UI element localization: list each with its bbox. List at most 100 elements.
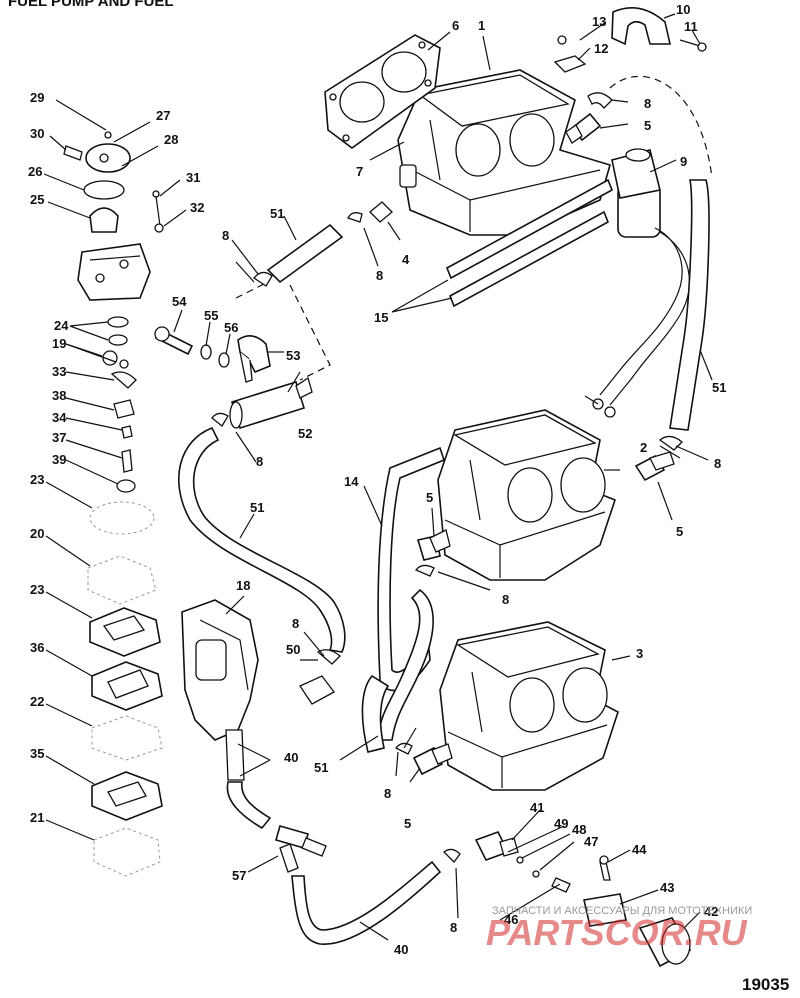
callout-51-c: 51 — [314, 760, 328, 775]
callout-22: 22 — [30, 694, 44, 709]
callout-21: 21 — [30, 810, 44, 825]
header-text: FUEL PUMP AND FUEL — [8, 0, 174, 10]
callout-11: 11 — [684, 19, 698, 34]
callout-54: 54 — [172, 294, 187, 309]
electric-fuel-pump — [584, 148, 691, 418]
carburetor-top — [397, 69, 611, 236]
balance-hose — [377, 446, 445, 692]
callout-31: 31 — [186, 170, 200, 185]
callout-13: 13 — [592, 14, 606, 29]
callout-labels: 1 6 7 13 12 10 11 8 5 9 4 8 51 8 15 51 2… — [28, 2, 726, 957]
callout-50: 50 — [286, 642, 300, 657]
leader-lines — [43, 13, 713, 941]
inline-fuel-filter — [211, 376, 313, 430]
callout-39: 39 — [52, 452, 66, 467]
dashed-guide-filter — [235, 281, 331, 381]
watermark-logo: PARTSCOR.RU — [486, 912, 748, 953]
callout-49: 49 — [554, 816, 568, 831]
fitting-elbow-carb-middle — [414, 529, 451, 577]
pump-diaphragm-stack — [87, 501, 163, 877]
tee-fitting — [275, 825, 327, 873]
callout-23-b: 23 — [30, 582, 44, 597]
callout-52: 52 — [298, 426, 312, 441]
short-fuel-hose — [253, 223, 344, 287]
carb-feed-hose — [377, 588, 434, 741]
callout-8-d: 8 — [714, 456, 721, 471]
figure-number: 19035 — [742, 975, 789, 994]
pump-screws-and-seals — [102, 190, 164, 493]
callout-55: 55 — [204, 308, 218, 323]
callout-51-d: 51 — [250, 500, 264, 515]
callout-23-a: 23 — [30, 472, 44, 487]
callout-14: 14 — [344, 474, 359, 489]
callout-29: 29 — [30, 90, 44, 105]
callout-8-c: 8 — [222, 228, 229, 243]
callout-2: 2 — [640, 440, 647, 455]
callout-37: 37 — [52, 430, 66, 445]
callout-57: 57 — [232, 868, 246, 883]
callout-15: 15 — [374, 310, 388, 325]
callout-47: 47 — [584, 834, 598, 849]
callout-56: 56 — [224, 320, 238, 335]
callout-28: 28 — [164, 132, 178, 147]
dashed-guide-top — [609, 75, 713, 179]
callout-38: 38 — [52, 388, 66, 403]
callout-18: 18 — [236, 578, 250, 593]
filter-clamp — [154, 326, 271, 383]
callout-40-b: 40 — [284, 750, 298, 765]
callout-12: 12 — [594, 41, 608, 56]
callout-7: 7 — [356, 164, 363, 179]
carburetor-bottom — [439, 621, 619, 791]
callout-44: 44 — [632, 842, 647, 857]
callout-1: 1 — [478, 18, 485, 33]
callout-8-g: 8 — [450, 920, 457, 935]
return-hose — [291, 860, 442, 945]
primer-assembly — [443, 831, 692, 968]
callout-41: 41 — [530, 800, 544, 815]
callout-8-i: 8 — [256, 454, 263, 469]
callout-8-f: 8 — [384, 786, 391, 801]
callout-43: 43 — [660, 880, 674, 895]
pump-outlet-hose-short — [226, 781, 272, 830]
flange-gasket — [324, 34, 441, 149]
callout-8-a: 8 — [644, 96, 651, 111]
callout-5-b: 5 — [676, 524, 683, 539]
callout-6: 6 — [452, 18, 459, 33]
callout-53: 53 — [286, 348, 300, 363]
pump-cover-assembly — [63, 131, 151, 301]
callout-48: 48 — [572, 822, 586, 837]
callout-32: 32 — [190, 200, 204, 215]
fitting-elbow-carb-bottom — [395, 742, 453, 776]
callout-51-a: 51 — [270, 206, 284, 221]
lower-feed-hose — [361, 674, 390, 753]
callout-20: 20 — [30, 526, 44, 541]
callout-27: 27 — [156, 108, 170, 123]
mechanical-fuel-pump — [181, 599, 341, 781]
callout-8-h: 8 — [292, 616, 299, 631]
watermark: ЗАПЧАСТИ И АКСЕССУАРЫ ДЛЯ МОТОТЕХНИКИ PA… — [486, 905, 752, 953]
callout-40-a: 40 — [394, 942, 408, 957]
callout-46: 46 — [504, 912, 518, 927]
callout-9: 9 — [680, 154, 687, 169]
fuel-lines — [445, 178, 614, 308]
callout-8-e: 8 — [502, 592, 509, 607]
callout-34: 34 — [52, 410, 67, 425]
callout-24: 24 — [54, 318, 69, 333]
callout-3: 3 — [636, 646, 643, 661]
inlet-fitting — [347, 201, 393, 223]
callout-19: 19 — [52, 336, 66, 351]
callout-5-a: 5 — [644, 118, 651, 133]
callout-5-c: 5 — [426, 490, 433, 505]
mounting-clamp — [611, 6, 707, 52]
callout-51-b: 51 — [712, 380, 726, 395]
pump-outlet-hose — [669, 179, 710, 431]
clip-and-screw — [553, 35, 587, 73]
callout-8-b: 8 — [376, 268, 383, 283]
callout-42: 42 — [704, 904, 718, 919]
fitting-elbow-top — [565, 92, 613, 144]
callout-25: 25 — [30, 192, 44, 207]
watermark-tagline: ЗАПЧАСТИ И АКСЕССУАРЫ ДЛЯ МОТОТЕХНИКИ — [492, 905, 752, 917]
callout-35: 35 — [30, 746, 44, 761]
callout-30: 30 — [30, 126, 44, 141]
callout-26: 26 — [28, 164, 42, 179]
